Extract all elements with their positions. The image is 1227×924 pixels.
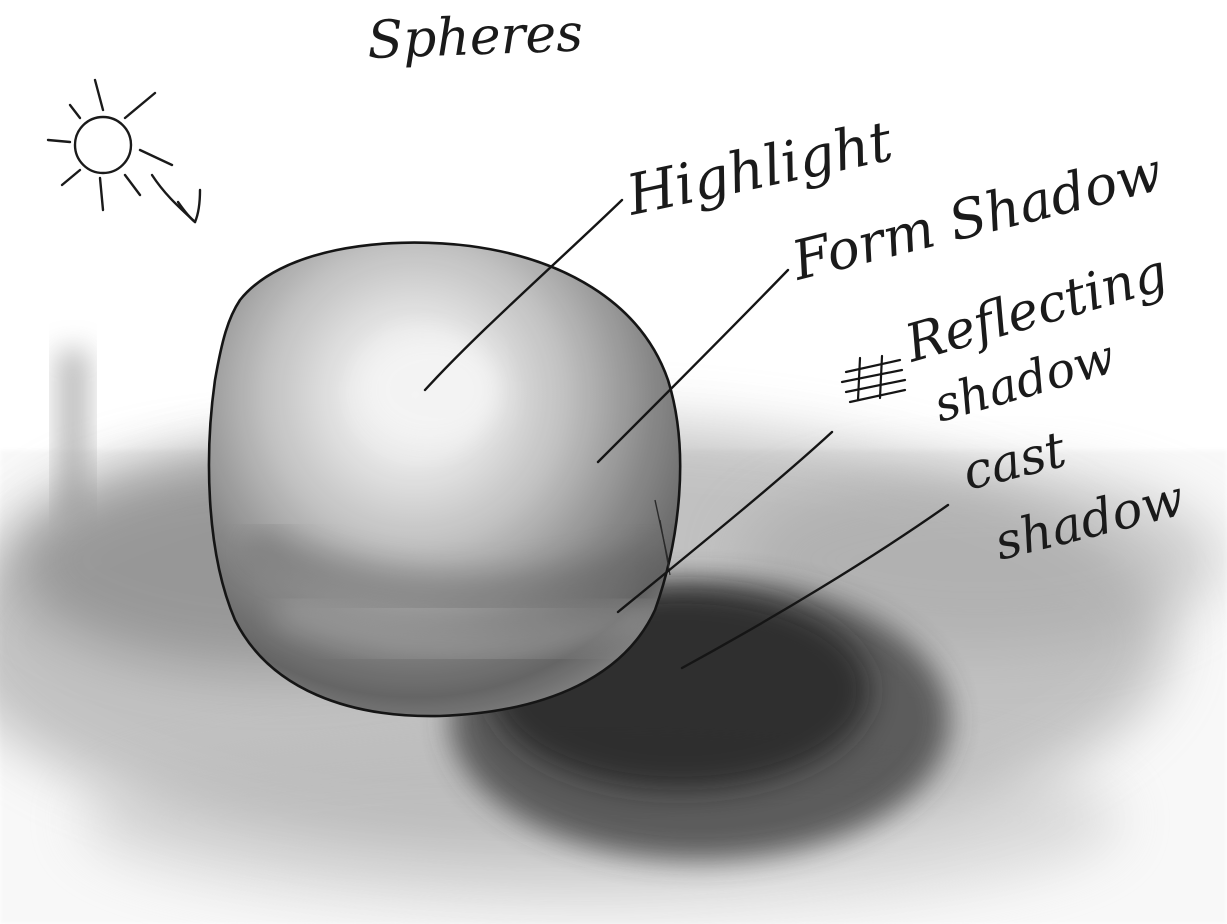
arrow-down-right-icon — [152, 175, 200, 222]
diagram-title: Spheres — [366, 4, 583, 71]
sun-icon — [48, 80, 172, 210]
background-smudge — [58, 350, 88, 520]
scribble-mark — [842, 356, 905, 402]
highlight-label: Highlight — [620, 109, 898, 229]
